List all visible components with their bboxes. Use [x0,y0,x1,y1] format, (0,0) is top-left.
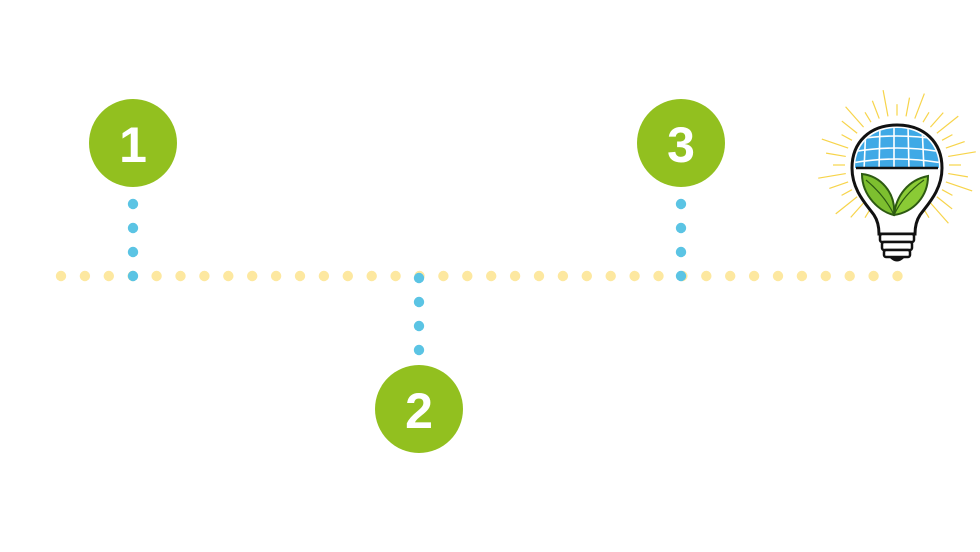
connector-dot [413,320,425,332]
light-ray [818,172,846,179]
step-2-badge: 2 [375,365,463,453]
timeline-dot [868,270,879,282]
connector-dot [675,270,687,282]
timeline-dot [79,270,91,282]
timeline-dot [748,270,760,282]
timeline-dot [509,270,521,282]
timeline-dot [892,270,903,282]
light-ray [922,112,930,123]
timeline-dot [701,270,712,282]
timeline-dot [390,270,401,282]
light-ray [929,202,949,224]
solar-panel-lightbulb-icon [818,90,976,262]
light-ray [936,196,953,210]
timeline-dot [462,270,473,282]
timeline-dot [605,270,616,282]
connector-dot [675,198,687,210]
light-ray [941,189,953,196]
light-ray [905,97,911,117]
timeline-dot [103,270,115,282]
timeline-dot [581,270,592,282]
solar-panel [855,128,939,168]
timeline-dot [247,270,258,282]
connector-dot [127,198,139,210]
timeline-dot [772,270,784,282]
light-ray [945,181,973,192]
step-1-badge: 1 [89,99,177,187]
timeline-dot [55,270,67,282]
light-ray [841,189,853,196]
light-ray [936,115,959,134]
step-1-number: 1 [119,117,147,173]
light-rays [818,90,976,224]
timeline-dot [557,270,569,282]
connector-dot [413,272,425,284]
light-ray [829,181,849,189]
connector-dot [127,222,139,234]
timeline-dot [533,270,545,282]
light-ray [929,112,944,128]
light-ray [882,90,889,117]
light-ray [941,134,953,141]
timeline-dot [438,270,449,282]
connector-dot [127,270,139,282]
timeline-dot [342,270,353,282]
light-ray [864,112,872,123]
timeline-dot [151,270,162,282]
timeline-dot [318,270,330,282]
light-ray [841,120,858,134]
light-ray [871,100,880,119]
light-ray [825,152,846,158]
light-ray [914,93,925,119]
light-ray [845,106,865,128]
connector-dot [675,222,687,234]
step-2-connector [413,272,425,356]
timeline-dot [366,270,377,282]
connector-dot [413,344,425,356]
light-ray [948,151,976,158]
connector-dot [127,246,139,258]
step-3-number: 3 [667,117,695,173]
timeline-dot [820,270,831,282]
timeline-line [55,270,903,282]
timeline-dot [270,270,282,282]
light-ray [945,141,965,149]
timeline-dot [175,270,186,282]
step-3-badge: 3 [637,99,725,187]
light-ray [948,172,969,178]
timeline-dot [725,270,736,282]
timeline-dot [294,270,306,282]
light-ray [850,202,865,218]
timeline-dot [653,270,664,282]
timeline-dot [223,270,234,282]
timeline-dot [796,270,808,282]
step-3-connector [675,198,687,282]
timeline-dot [486,270,497,282]
step-1-connector [127,198,139,282]
timeline-dot [199,270,210,282]
light-ray [835,196,858,215]
step-2-number: 2 [405,383,433,439]
timeline-dot [629,270,640,282]
timeline-dot [844,270,855,282]
leaf-right [892,174,930,217]
connector-dot [675,246,687,258]
light-ray [821,138,849,149]
light-ray [841,134,853,141]
connector-dot [413,296,425,308]
